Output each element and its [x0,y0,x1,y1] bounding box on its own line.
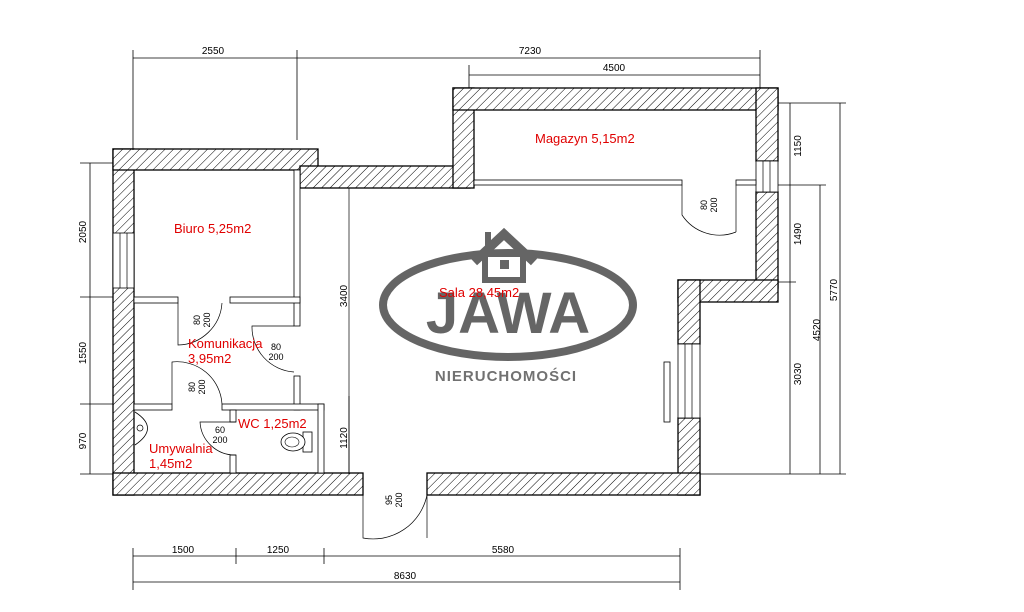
dimension-label: 1550 [78,341,89,364]
windows [112,160,779,423]
door-label: 95 [384,495,394,505]
door-label: 200 [394,492,404,507]
dimension-label: 1500 [172,545,195,556]
dimension-label: 7230 [519,46,542,57]
doors [171,185,737,540]
room-label-wc: WC 1,25m2 [238,416,307,431]
dimension-label: 4500 [603,63,626,74]
logo-subtitle: NIERUCHOMOŚCI [435,367,577,385]
dimension-label: 970 [78,432,89,449]
fixtures [134,411,313,453]
room-label-biuro: Biuro 5,25m2 [174,221,251,236]
logo-name: JAWA [426,281,590,346]
dimension-lines [80,50,846,590]
dimension-label: 4520 [812,318,823,341]
dimension-label: 8630 [394,571,417,582]
door-label: 200 [197,379,207,394]
door-label: 80 [271,342,281,352]
door-label: 80 [187,382,197,392]
room-label-magazyn: Magazyn 5,15m2 [535,131,635,146]
dimension-label: 2050 [78,220,89,243]
room-label-sala: Sala 28,45m2 [439,285,519,300]
dimension-label: 5770 [829,278,840,301]
sink-icon [134,411,148,446]
dimension-label: 3030 [793,362,804,385]
door-label: 80 [699,200,709,210]
dimension-label: 1490 [793,222,804,245]
dimension-label: 1150 [793,135,804,157]
door-label: 200 [212,435,227,445]
room-label-umywalnia-area: 1,45m2 [149,456,192,471]
room-labels: Biuro 5,25m2 Magazyn 5,15m2 Sala 28,45m2… [149,131,635,471]
door-label: 200 [268,352,283,362]
door-label: 200 [202,312,212,327]
dimension-labels: 2550 7230 4500 1500 1250 5580 8630 2050 … [78,46,840,582]
dimension-label: 5580 [492,545,515,556]
interior-walls [133,169,757,474]
toilet-icon [280,431,313,453]
room-label-umywalnia: Umywalnia [149,441,213,456]
door-label: 80 [192,315,202,325]
door-label: 60 [215,425,225,435]
room-label-komunikacja: Komunikacja [188,336,263,351]
dimension-label: 2550 [202,46,225,57]
house-icon [470,227,538,283]
room-label-komunikacja-area: 3,95m2 [188,351,231,366]
dimension-label: 3400 [339,284,350,307]
outer-walls [112,87,779,496]
dimension-label: 1120 [339,427,350,449]
door-label: 200 [709,197,719,212]
dimension-label: 1250 [267,545,290,556]
jawa-logo: JAWA NIERUCHOMOŚCI [379,227,637,385]
